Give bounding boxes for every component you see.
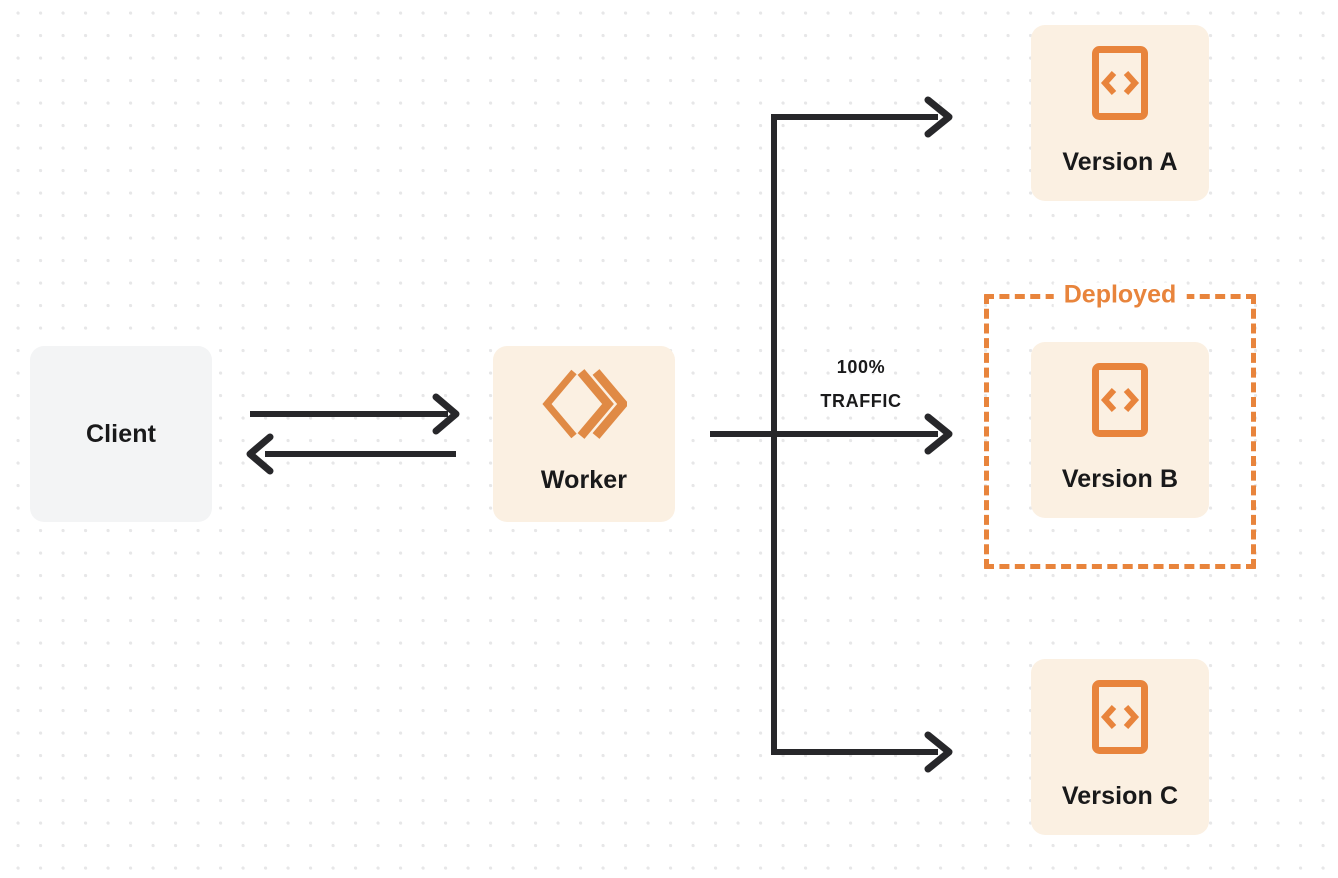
node-version-b[interactable]: Version B	[1031, 342, 1209, 518]
traffic-percent: 100%	[836, 357, 886, 377]
arrow-worker-to-version-a	[771, 96, 953, 138]
arrow-client-to-worker	[250, 393, 460, 435]
cloudflare-workers-logo-icon	[541, 367, 629, 446]
arrow-worker-to-version-b	[710, 413, 953, 455]
node-version-a[interactable]: Version A	[1031, 25, 1209, 201]
node-client[interactable]: Client	[30, 346, 212, 522]
node-worker[interactable]: Worker	[493, 346, 675, 522]
deployed-group: Deployed	[984, 282, 1256, 569]
node-version-c[interactable]: Version C	[1031, 659, 1209, 835]
node-version-c-label: Version C	[1061, 782, 1179, 810]
arrow-worker-to-version-c	[771, 731, 953, 773]
arrow-worker-to-client	[246, 433, 456, 475]
traffic-label: 100% TRAFFIC	[790, 350, 932, 418]
node-client-label: Client	[85, 419, 157, 448]
node-version-a-label: Version A	[1062, 148, 1178, 176]
code-file-icon	[1091, 679, 1149, 760]
code-file-icon	[1091, 362, 1149, 443]
traffic-caption: TRAFFIC	[820, 391, 902, 411]
node-worker-label: Worker	[540, 466, 628, 494]
code-file-icon	[1091, 45, 1149, 126]
node-version-b-label: Version B	[1061, 465, 1179, 493]
deployed-group-label: Deployed	[1053, 282, 1187, 308]
